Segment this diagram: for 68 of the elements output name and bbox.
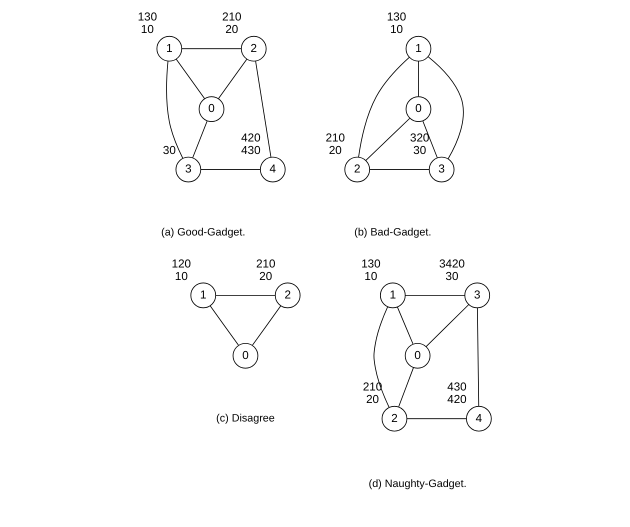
connector xyxy=(422,120,438,158)
connector xyxy=(418,60,419,97)
node-circle: 2 xyxy=(240,36,267,62)
node-circle: 3 xyxy=(428,156,454,182)
label: (a) Good-Gadget. xyxy=(161,226,246,238)
connector xyxy=(374,306,390,408)
connector xyxy=(255,60,272,158)
connector xyxy=(210,305,239,346)
node-label: 210 xyxy=(256,258,276,270)
node-label: 430 xyxy=(241,144,261,157)
node-label: 420 xyxy=(241,132,261,145)
connector xyxy=(404,294,466,296)
node-label: 20 xyxy=(366,394,379,406)
label: (d) Naughty-Gadget. xyxy=(368,478,467,490)
node-label: 30 xyxy=(413,144,426,157)
label: (c) Disagree xyxy=(216,412,275,425)
node-label: 10 xyxy=(140,24,154,36)
node-circle: 4 xyxy=(466,406,492,432)
connector xyxy=(252,305,282,346)
node-label: 3420 xyxy=(439,258,465,270)
connector xyxy=(192,120,208,158)
connector xyxy=(428,56,464,160)
node-label: 30 xyxy=(162,144,176,157)
connector xyxy=(215,294,276,296)
node-label: 430 xyxy=(447,382,467,394)
node-label: 130 xyxy=(138,12,158,24)
connector xyxy=(200,169,261,170)
node-circle: 3 xyxy=(464,282,490,308)
node-circle: 0 xyxy=(198,96,224,122)
connector xyxy=(426,304,470,347)
node-circle: 2 xyxy=(344,156,370,182)
connector xyxy=(358,56,410,158)
node-circle: 0 xyxy=(406,96,432,122)
node-circle: 1 xyxy=(190,282,216,308)
node-circle: 3 xyxy=(176,156,202,182)
node-label: 210 xyxy=(222,12,242,24)
node-label: 30 xyxy=(446,270,458,283)
node-label: 210 xyxy=(326,132,345,145)
node-circle: 2 xyxy=(382,406,408,432)
connector xyxy=(406,418,467,420)
connector xyxy=(396,306,414,344)
node-circle: 1 xyxy=(380,282,406,308)
connector xyxy=(366,118,410,161)
node-label: 130 xyxy=(386,12,406,24)
node-label: 10 xyxy=(364,270,378,283)
connector xyxy=(181,48,242,50)
connector xyxy=(176,58,205,99)
node-label: 320 xyxy=(410,132,430,145)
node-label: 20 xyxy=(259,270,272,283)
node-circle: 0 xyxy=(232,342,258,369)
node-circle: 1 xyxy=(406,36,432,62)
node-label: 10 xyxy=(174,270,188,283)
connector xyxy=(218,58,248,99)
connector xyxy=(369,169,430,170)
node-circle: 2 xyxy=(274,282,301,308)
connector xyxy=(398,367,414,408)
connector xyxy=(166,60,184,159)
node-label: 120 xyxy=(172,258,191,270)
node-circle: 1 xyxy=(156,36,182,62)
node-circle: 0 xyxy=(404,342,430,369)
node-label: 420 xyxy=(447,394,467,406)
node-circle: 4 xyxy=(260,156,286,182)
node-label: 130 xyxy=(361,258,381,270)
node-label: 20 xyxy=(225,24,238,36)
node-label: 20 xyxy=(328,144,342,157)
label: (b) Bad-Gadget. xyxy=(354,226,432,238)
node-label: 10 xyxy=(390,24,403,36)
connector xyxy=(476,307,480,406)
